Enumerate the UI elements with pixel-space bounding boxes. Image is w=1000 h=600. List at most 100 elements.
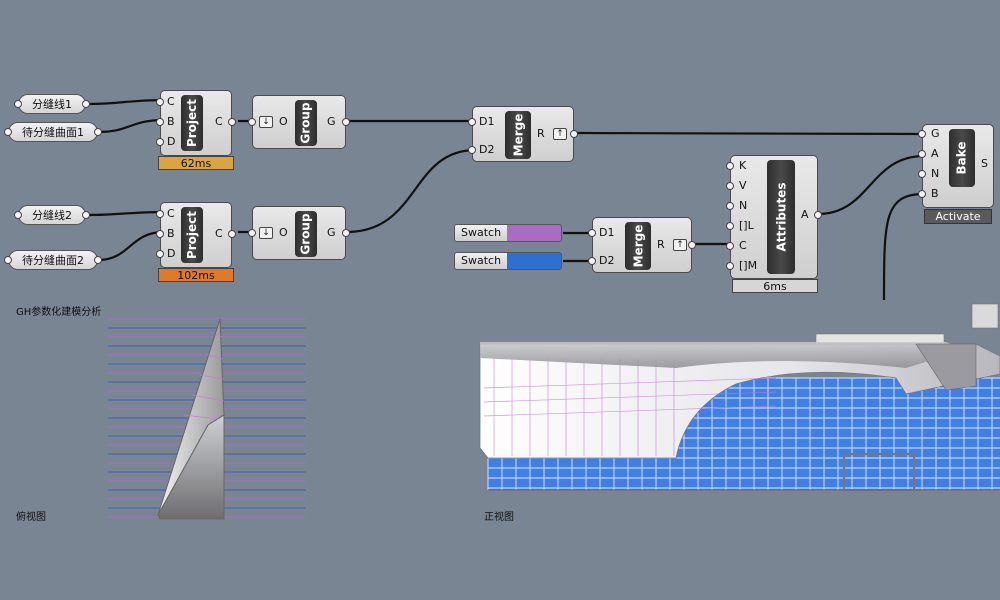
port-d2: D2 (479, 143, 495, 156)
port-g: G (327, 226, 336, 239)
title-caption: GH参数化建模分析 (16, 307, 102, 318)
panel-surface1[interactable]: 待分缝曲面1 (4, 122, 102, 142)
port-b: B (167, 227, 175, 240)
project-component-1[interactable]: C B D Project C (156, 90, 236, 156)
profiler-badge-1: 62ms (158, 156, 234, 170)
port-o: O (279, 226, 288, 239)
port-d: D (167, 135, 176, 148)
input-pin-l[interactable] (726, 222, 734, 230)
wire-group2-merge1 (345, 148, 477, 234)
upload-arrow-icon[interactable]: ↑ (553, 128, 567, 140)
port-l: []L (739, 219, 754, 232)
input-pin-b[interactable] (918, 190, 926, 198)
input-pin-o[interactable] (248, 118, 256, 126)
bake-component[interactable]: G A N B Bake S (918, 124, 994, 208)
front-view-drawing (479, 303, 1000, 491)
wire-merge1-bake (574, 131, 925, 136)
port-o: O (279, 115, 288, 128)
component-name: Bake (949, 129, 975, 187)
panel-input-pin[interactable] (4, 256, 12, 264)
panel-surface1-label: 待分缝曲面1 (22, 126, 84, 139)
input-pin-c[interactable] (156, 210, 164, 218)
port-m: []M (739, 259, 758, 272)
output-pin-r[interactable] (570, 130, 578, 138)
input-pin-d2[interactable] (468, 146, 476, 154)
panel-output-pin[interactable] (82, 211, 90, 219)
down-arrow-icon[interactable]: ↓ (259, 227, 273, 239)
project-component-2[interactable]: C B D Project C (156, 202, 236, 268)
port-g: G (931, 127, 940, 140)
component-name: Project (181, 207, 203, 263)
port-d1: D1 (479, 115, 495, 128)
port-b: B (931, 187, 939, 200)
output-pin-r[interactable] (688, 241, 696, 249)
output-pin-g[interactable] (342, 229, 350, 237)
swatch-color-blue[interactable] (507, 253, 561, 269)
attributes-component[interactable]: K V N []L C []M Attributes A (726, 155, 822, 279)
port-c: C (167, 207, 175, 220)
input-pin-c[interactable] (726, 242, 734, 250)
input-pin-c[interactable] (156, 98, 164, 106)
input-pin-g[interactable] (918, 130, 926, 138)
input-pin-d[interactable] (156, 250, 164, 258)
port-d: D (167, 247, 176, 260)
panel-input-pin[interactable] (4, 128, 12, 136)
top-view-caption: 俯视图 (16, 512, 46, 523)
input-pin-d1[interactable] (468, 118, 476, 126)
down-arrow-icon[interactable]: ↓ (259, 116, 273, 128)
component-name: Merge (625, 222, 651, 270)
input-pin-n[interactable] (918, 170, 926, 178)
panel-line1[interactable]: 分缝线1 (14, 94, 90, 114)
wire-line2-project2 (85, 210, 165, 217)
panel-input-pin[interactable] (14, 211, 22, 219)
input-pin-m[interactable] (726, 262, 734, 270)
component-name: Merge (505, 111, 531, 159)
output-pin-c[interactable] (228, 118, 236, 126)
group-component-2[interactable]: ↓ O Group G (248, 206, 350, 260)
port-c: C (167, 95, 175, 108)
port-v: V (739, 179, 747, 192)
input-pin-d1[interactable] (588, 229, 596, 237)
front-view-caption: 正视图 (484, 512, 514, 523)
panel-surface2[interactable]: 待分缝曲面2 (4, 250, 102, 270)
profiler-badge-3: 6ms (732, 279, 818, 293)
panel-output-pin[interactable] (94, 128, 102, 136)
panel-input-pin[interactable] (14, 100, 22, 108)
input-pin-a[interactable] (918, 150, 926, 158)
port-c: C (739, 239, 747, 252)
panel-line2[interactable]: 分缝线2 (14, 205, 90, 225)
output-pin-g[interactable] (342, 118, 350, 126)
group-component-1[interactable]: ↓ O Group G (248, 95, 350, 149)
wire-surface1-project1 (97, 118, 165, 134)
panel-output-pin[interactable] (94, 256, 102, 264)
input-pin-d[interactable] (156, 138, 164, 146)
input-pin-v[interactable] (726, 182, 734, 190)
swatch-label: Swatch (455, 225, 507, 241)
swatch-color-purple[interactable] (507, 225, 561, 241)
wire-attributes-bake (817, 154, 925, 216)
output-pin-c[interactable] (228, 230, 236, 238)
swatch-2[interactable]: Swatch (454, 252, 562, 270)
activate-button[interactable]: Activate (924, 209, 992, 224)
merge-component-1[interactable]: D1 D2 Merge R ↑ (468, 106, 578, 162)
swatch-1[interactable]: Swatch (454, 224, 562, 242)
port-n: N (739, 199, 748, 212)
port-r: R (657, 238, 665, 251)
input-pin-d2[interactable] (588, 257, 596, 265)
input-pin-o[interactable] (248, 229, 256, 237)
port-out-c: C (215, 227, 223, 240)
input-pin-k[interactable] (726, 162, 734, 170)
port-b: B (167, 115, 175, 128)
port-k: K (739, 159, 747, 172)
component-name: Group (295, 100, 317, 146)
input-pin-b[interactable] (156, 118, 164, 126)
upload-arrow-icon[interactable]: ↑ (673, 239, 687, 251)
merge-component-2[interactable]: D1 D2 Merge R ↑ (588, 217, 696, 273)
panel-output-pin[interactable] (82, 100, 90, 108)
output-pin-a[interactable] (814, 211, 822, 219)
input-pin-b[interactable] (156, 230, 164, 238)
input-pin-n[interactable] (726, 202, 734, 210)
port-n: N (931, 167, 940, 180)
